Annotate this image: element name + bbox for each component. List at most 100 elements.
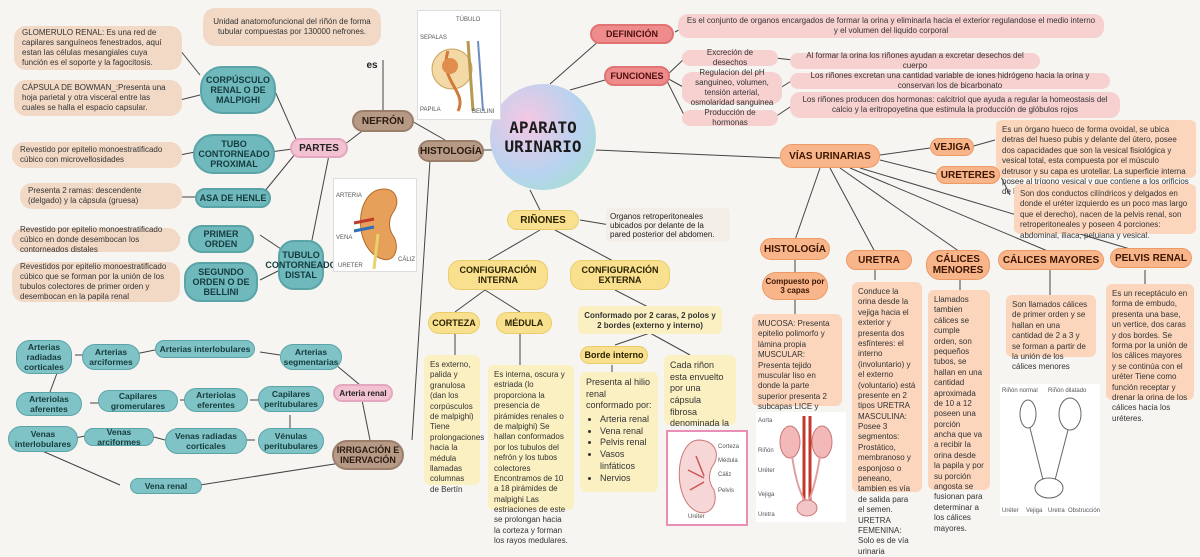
calices-menores-text: Llamados tambien cálices se cumple orden… — [928, 290, 990, 533]
definicion-node: DEFINICIÓN — [590, 24, 674, 44]
calices-menores-node: CÁLICES MENORES — [926, 250, 990, 280]
svg-text:CÁLIZ: CÁLIZ — [398, 256, 415, 263]
svg-text:Cáliz: Cáliz — [718, 472, 731, 478]
hilio-list: Arteria renal Vena renal Pelvis renal Va… — [586, 414, 652, 484]
svg-text:Uretra: Uretra — [758, 512, 775, 518]
svg-text:ARTERIA: ARTERIA — [336, 193, 362, 199]
corteza-text: Es externo, palida y granulosa (dan los … — [424, 355, 484, 494]
funcion-2-desc: Los riñones excretan una cantidad variab… — [790, 71, 1110, 90]
corpusculo-node: CORPÚSCULO RENAL O DE MALPIGHI — [200, 66, 276, 114]
svg-text:Uréter: Uréter — [758, 468, 775, 474]
funciones-node: FUNCIONES — [604, 66, 670, 86]
tubo-proximal-node: TUBO CONTORNEADO PROXIMAL — [193, 134, 275, 174]
corteza-node: CORTEZA — [428, 312, 480, 334]
kidney-section-illustration: Corteza Médula Cáliz Pelvis Uréter — [666, 430, 748, 526]
center-title-line1: APARATO — [509, 117, 577, 137]
funcion-1-name: Excreción de desechos — [682, 48, 778, 67]
config-externa-node: CONFIGURACIÓN EXTERNA — [570, 260, 670, 290]
histologia-node: HISTOLOGÍA — [418, 140, 484, 162]
tubo-proximal-text: Revestido por epitelio monoestratificado… — [12, 142, 182, 168]
compuesto-node: Compuesto por 3 capas — [762, 272, 828, 300]
pelvis-renal-node: PELVIS RENAL — [1110, 248, 1192, 268]
svg-text:Riñón dilatado: Riñón dilatado — [1048, 388, 1087, 394]
config-interna-node: CONFIGURACIÓN INTERNA — [448, 260, 548, 290]
arterias-segmentarias-node: Arterias segmentarias — [280, 344, 342, 370]
conformado-text: Conformado por 2 caras, 2 polos y 2 bord… — [578, 306, 722, 334]
venas-arciformes-node: Venas arciformes — [84, 427, 154, 447]
bladder-illustration: Riñón normal Riñón dilatado Uréter Vejig… — [1000, 384, 1100, 516]
rinones-desc: Organos retroperitoneales ubicados por d… — [606, 208, 730, 242]
nefron-definition: Unidad anatomofuncional del riñón de for… — [203, 8, 381, 46]
svg-text:SEPALAS: SEPALAS — [420, 35, 447, 41]
calices-mayores-node: CÁLICES MAYORES — [998, 250, 1104, 270]
kidney-illustration: ARTERIA VENA URETER CÁLIZ — [333, 178, 417, 272]
irrigacion-node: IRRIGACIÓN E INERVACIÓN — [332, 440, 404, 470]
glomerulo-text: GLOMERULO RENAL: Es una red de capilares… — [14, 26, 182, 70]
vejiga-node: VEJIGA — [930, 138, 974, 156]
rinones-node: RIÑONES — [507, 210, 579, 230]
svg-text:Obstrucción: Obstrucción — [1068, 508, 1100, 514]
primer-orden-node: PRIMER ORDEN — [188, 225, 254, 253]
calices-mayores-text: Son llamados cálices de primer orden y s… — [1006, 295, 1096, 371]
hilio-box: Presenta al hilio renal conformado por: … — [580, 372, 658, 492]
es-label: es — [366, 59, 378, 71]
vena-renal-node: Vena renal — [130, 478, 202, 494]
venulas-peritubulares-node: Vénulas peritubulares — [258, 428, 324, 454]
ureteres-text: Son dos conductos cilíndricos y delgados… — [1014, 184, 1196, 240]
svg-text:TÚBULO: TÚBULO — [456, 16, 481, 23]
svg-text:Vejiga: Vejiga — [758, 492, 775, 498]
svg-text:Corteza: Corteza — [718, 444, 740, 450]
vias-urinarias-node: VÍAS URINARIAS — [780, 144, 880, 168]
svg-text:Aorta: Aorta — [758, 418, 773, 424]
vias-histologia-node: HISTOLOGÍA — [760, 238, 830, 260]
svg-text:BELLINI: BELLINI — [472, 109, 495, 115]
arteriolas-aferentes-node: Arteriolas aferentes — [16, 392, 82, 416]
hilio-item: Vena renal — [600, 426, 652, 438]
svg-text:Vejiga: Vejiga — [1026, 508, 1043, 514]
histo-text: MUCOSA: Presenta epitelio polimorfo y lá… — [752, 314, 842, 442]
borde-interno-node: Borde interno — [580, 346, 648, 364]
svg-text:VENA: VENA — [336, 235, 352, 241]
arterias-interlobulares-node: Arterias interlobulares — [155, 340, 255, 358]
capsula-text: Cada riñon esta envuelto por una cápsula… — [664, 355, 736, 440]
segundo-orden-text: Revestidos por epitelio monoestratificad… — [12, 262, 180, 302]
svg-text:Uréter: Uréter — [688, 514, 705, 520]
venas-interlobulares-node: Venas interlobulares — [8, 426, 78, 452]
vejiga-text: Es un órgano hueco de forma ovoidal, se … — [996, 120, 1196, 196]
funcion-2-name: Regulacion del pH sanguineo, volumen, te… — [682, 68, 782, 107]
svg-text:Médula: Médula — [718, 458, 738, 464]
definicion-text: Es el conjunto de organos encargados de … — [678, 14, 1104, 38]
tubulo-distal-node: TUBULO CONTORNEADO DISTAL — [265, 240, 337, 290]
capilares-glomerulares-node: Capilares gromerulares — [98, 390, 178, 412]
arterias-radiadas-node: Arterias radiadas corticales — [16, 340, 72, 374]
medula-node: MÉDULA — [496, 312, 552, 334]
medula-text: Es interna, oscura y estriada (lo propor… — [488, 365, 574, 545]
svg-text:Uréter: Uréter — [1002, 508, 1019, 514]
funcion-1-desc: Al formar la orina los riñones ayudan a … — [790, 51, 1040, 70]
svg-text:URETER: URETER — [338, 263, 363, 269]
hilio-title: Presenta al hilio renal conformado por: — [586, 377, 652, 411]
venas-radiadas-node: Venas radiadas corticales — [165, 428, 247, 454]
hilio-item: Pelvis renal — [600, 437, 652, 449]
arteriolas-eferentes-node: Arteriolas eferentes — [184, 388, 248, 412]
henle-node: ASA DE HENLE — [195, 188, 271, 208]
uretra-text: Conduce la orina desde la vejiga hacia e… — [852, 282, 922, 556]
nefron-node: NEFRÓN — [352, 110, 414, 132]
svg-text:Riñón normal: Riñón normal — [1002, 388, 1038, 394]
hilio-item: Arteria renal — [600, 414, 652, 426]
svg-text:Uretra: Uretra — [1048, 508, 1065, 514]
segundo-orden-node: SEGUNDO ORDEN O DE BELLINI — [184, 262, 258, 302]
uretra-node: URETRA — [846, 250, 912, 270]
center-title-line2: URINARIO — [504, 137, 582, 156]
funcion-3-desc: Los riñones producen dos hormonas: calci… — [790, 92, 1120, 118]
arteria-renal-node: Arteria renal — [333, 384, 393, 402]
arterias-arciformes-node: Arterias arciformes — [82, 344, 140, 370]
bowman-text: CÁPSULA DE BOWMAN_:Presenta una hoja par… — [14, 80, 182, 116]
svg-text:PAPILA: PAPILA — [420, 107, 441, 113]
hilio-item: Vasos linfáticos — [600, 449, 652, 472]
partes-node: PARTES — [290, 138, 348, 158]
ureteres-node: URETERES — [936, 166, 1000, 184]
funcion-3-name: Producción de hormonas — [682, 108, 778, 127]
nephron-illustration: TÚBULO SEPALAS PAPILA BELLINI — [417, 10, 501, 120]
